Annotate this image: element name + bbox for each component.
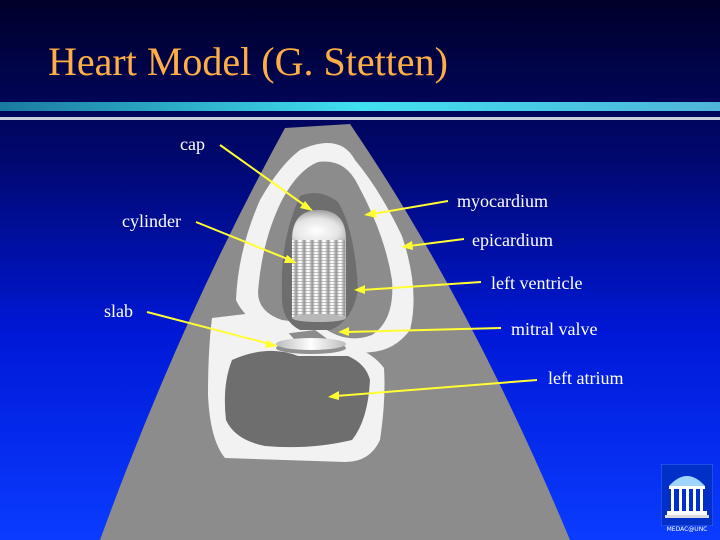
label-cylinder: cylinder — [122, 211, 181, 231]
cylinder-model — [292, 210, 346, 322]
arrow-left-atrium — [328, 379, 538, 400]
label-cap: cap — [180, 134, 205, 154]
arrow-mitral-valve — [338, 327, 502, 336]
label-mitral-valve: mitral valve — [511, 319, 598, 339]
medac-unc-logo: MEDAC@UNC — [660, 463, 714, 534]
arrow-myocardium — [364, 200, 449, 218]
arrow-cap — [219, 144, 313, 211]
title-rule — [0, 102, 720, 120]
label-myocardium: myocardium — [457, 191, 548, 211]
old-well-icon — [660, 463, 714, 527]
arrow-epicardium — [401, 238, 465, 250]
slide-title: Heart Model (G. Stetten) — [48, 39, 448, 84]
label-epicardium: epicardium — [472, 230, 553, 250]
arrow-left-ventricle — [354, 281, 482, 294]
pointer-arrows — [146, 144, 538, 400]
left-atrium-chamber — [224, 350, 370, 448]
arrow-slab — [146, 311, 278, 348]
label-left-atrium: left atrium — [548, 368, 624, 388]
label-left-ventricle: left ventricle — [491, 273, 583, 293]
slab-model — [276, 338, 346, 354]
label-slab: slab — [104, 301, 133, 321]
arrow-cylinder — [195, 221, 297, 263]
logo-caption: MEDAC@UNC — [666, 526, 708, 533]
